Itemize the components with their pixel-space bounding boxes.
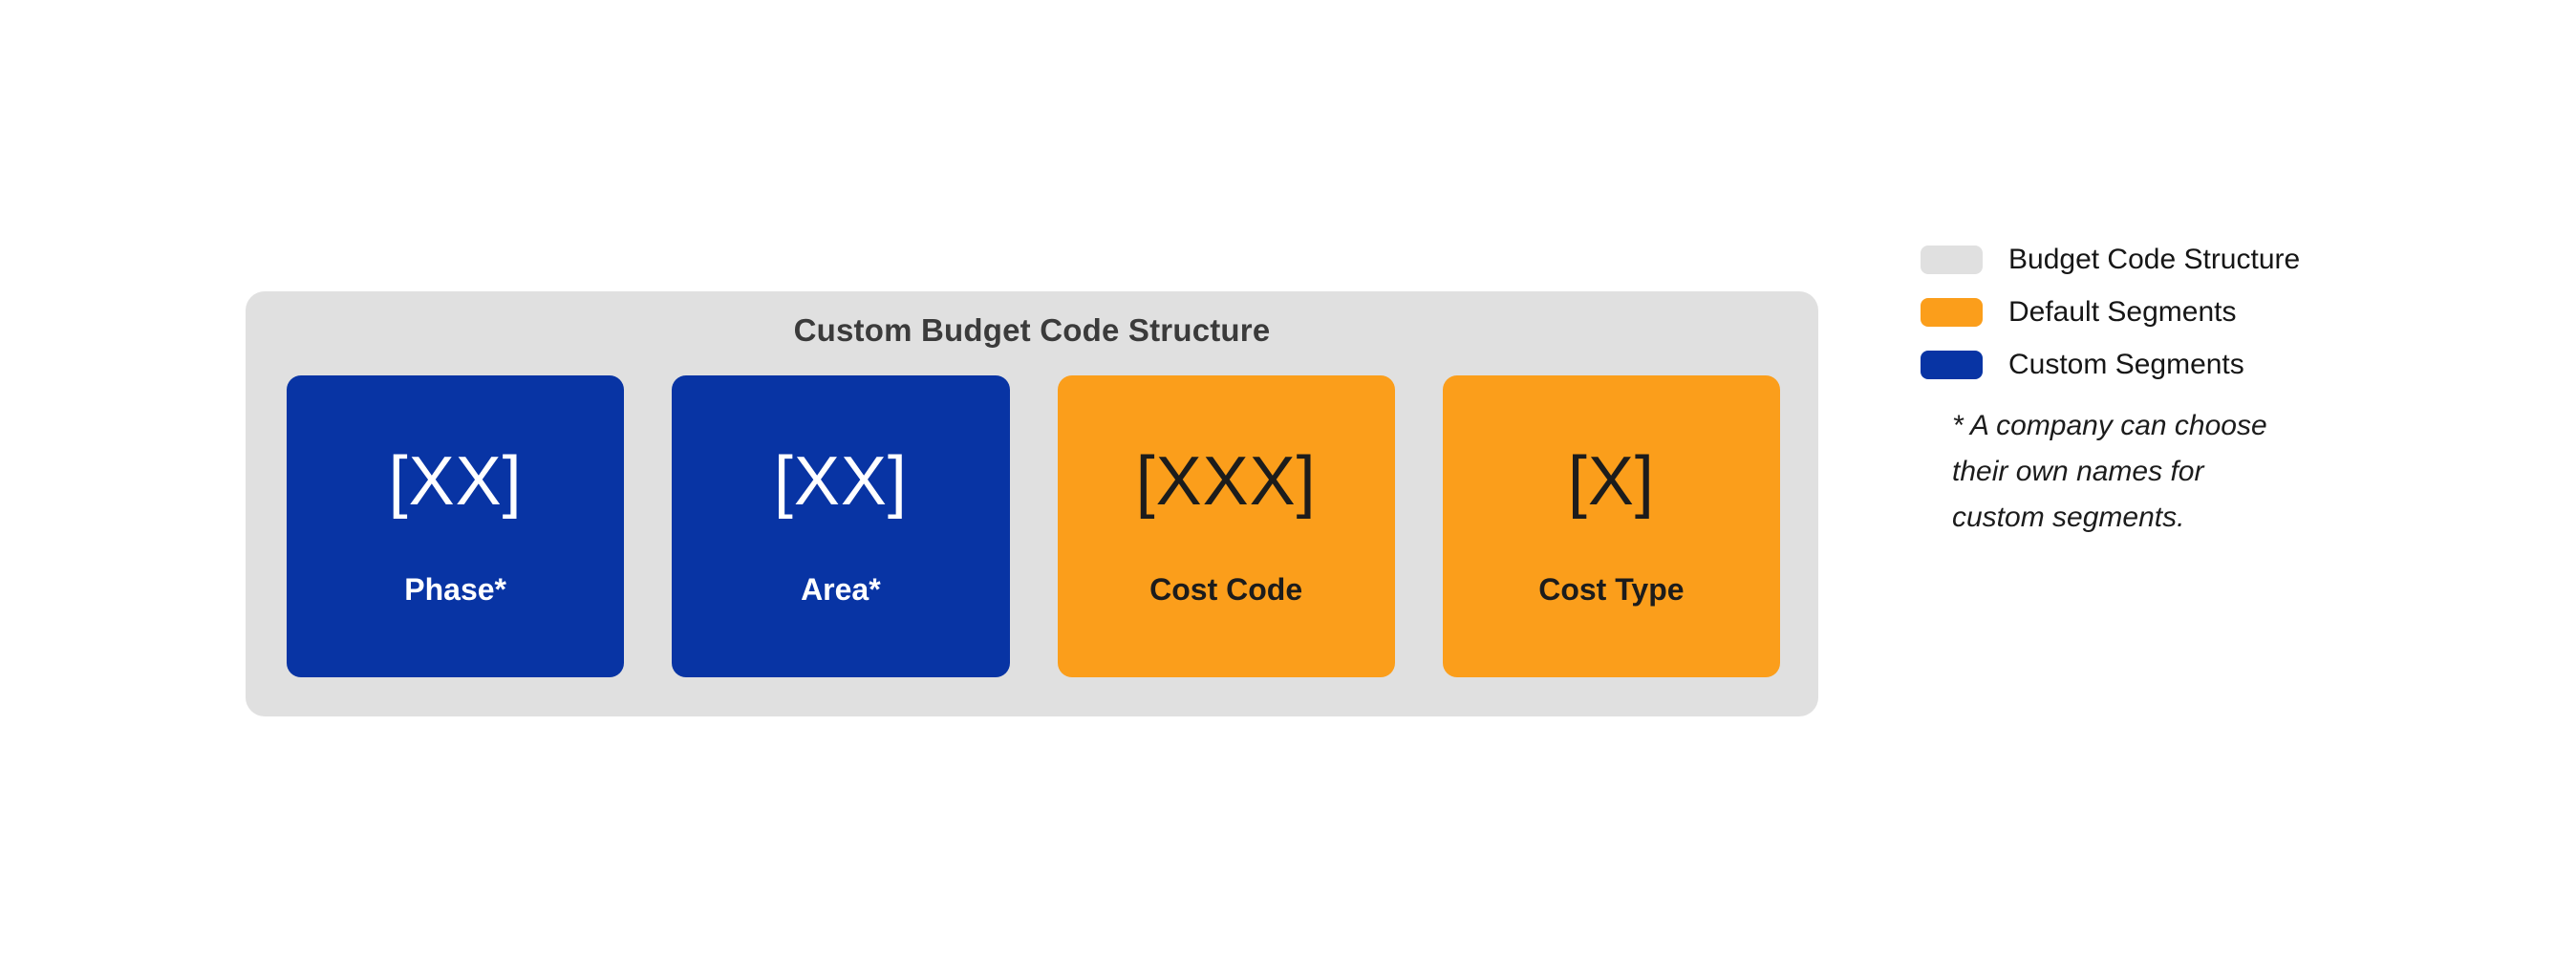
- segment-code: [X]: [1567, 443, 1655, 520]
- legend-item-default-segments: Default Segments: [1921, 298, 2300, 327]
- segment-box-phase: [XX] Phase*: [287, 375, 625, 677]
- legend-label: Custom Segments: [2008, 349, 2244, 380]
- legend-swatch-gray: [1921, 246, 1983, 274]
- segment-code: [XXX]: [1135, 443, 1317, 520]
- legend-label: Default Segments: [2008, 296, 2237, 328]
- legend-swatch-blue: [1921, 351, 1983, 379]
- segment-box-area: [XX] Area*: [672, 375, 1010, 677]
- segment-box-cost-type: [X] Cost Type: [1442, 375, 1780, 677]
- footnote-line: their own names for: [1952, 456, 2204, 487]
- footnote-line: custom segments.: [1952, 502, 2185, 533]
- segment-code: [XX]: [388, 443, 523, 520]
- panel-title: Custom Budget Code Structure: [793, 312, 1271, 348]
- segments-row: [XX] Phase* [XX] Area* [XXX] Cost Code […: [287, 375, 1780, 677]
- segment-label: Cost Code: [1149, 572, 1303, 607]
- legend-item-budget-code-structure: Budget Code Structure: [1921, 246, 2300, 274]
- segment-label: Phase*: [404, 572, 506, 607]
- footnote-line: * A company can choose: [1952, 410, 2267, 441]
- legend: Budget Code Structure Default Segments C…: [1921, 246, 2300, 541]
- segment-label: Cost Type: [1538, 572, 1685, 607]
- segment-box-cost-code: [XXX] Cost Code: [1057, 375, 1395, 677]
- legend-item-custom-segments: Custom Segments: [1921, 351, 2300, 379]
- segment-code: [XX]: [773, 443, 908, 520]
- legend-swatch-orange: [1921, 298, 1983, 327]
- budget-structure-panel: Custom Budget Code Structure [XX] Phase*…: [246, 291, 1818, 716]
- footnote: * A company can choose their own names f…: [1952, 403, 2300, 541]
- legend-label: Budget Code Structure: [2008, 244, 2301, 275]
- segment-label: Area*: [801, 572, 881, 607]
